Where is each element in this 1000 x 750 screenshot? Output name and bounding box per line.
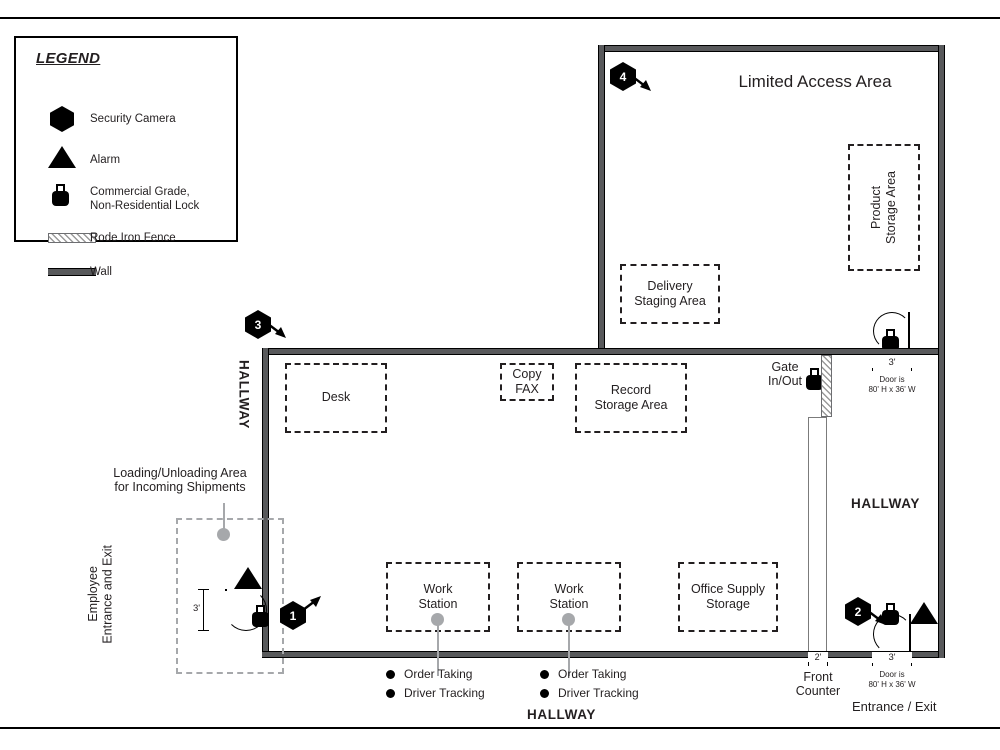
camera-4-arrow-icon bbox=[632, 76, 651, 91]
list-item: Driver Tracking bbox=[386, 684, 485, 703]
employee-entrance-label: Employee Entrance and Exit bbox=[86, 545, 115, 644]
zone-delivery-staging: Delivery Staging Area bbox=[620, 264, 720, 324]
zone-product-storage: Product Storage Area bbox=[848, 144, 920, 271]
camera-marker-2-number: 2 bbox=[854, 604, 862, 619]
zone-record-storage: Record Storage Area bbox=[575, 363, 687, 433]
dimension-door-employee-label: 3' bbox=[192, 603, 202, 615]
zone-work-station-1: Work Station bbox=[386, 562, 490, 632]
camera-marker-1[interactable]: 1 bbox=[280, 601, 306, 630]
loading-area-node-dot bbox=[217, 528, 230, 541]
dimension-door-top-right-label: 3' bbox=[872, 357, 912, 368]
door-arc-limited-access bbox=[873, 312, 911, 350]
lock-icon-limited-access-door bbox=[882, 329, 899, 351]
dimension-door-bottom-right: 3' bbox=[872, 652, 912, 666]
front-counter-line-top bbox=[808, 417, 827, 419]
legend-label-alarm: Alarm bbox=[90, 154, 121, 166]
solid-bar-icon bbox=[48, 268, 96, 276]
wall-main-right bbox=[938, 348, 945, 658]
door-pivot-employee bbox=[225, 589, 227, 591]
camera-3-arrow-icon bbox=[267, 323, 286, 338]
entrance-exit-label: Entrance / Exit bbox=[852, 699, 937, 714]
leader-line-loading bbox=[223, 503, 225, 531]
camera-marker-3-number: 3 bbox=[254, 317, 262, 332]
wall-main-left bbox=[262, 348, 269, 658]
dimension-door-employee bbox=[198, 589, 209, 631]
zone-loading-unloading bbox=[176, 518, 284, 674]
hexagon-icon bbox=[50, 106, 74, 132]
station-2-function-list: Order Taking Driver Tracking bbox=[540, 665, 639, 702]
triangle-icon-alarm-entrance bbox=[910, 602, 938, 624]
station-2-node-dot bbox=[562, 613, 575, 626]
wall-main-bottom bbox=[262, 651, 945, 658]
rode-iron-fence bbox=[821, 355, 832, 417]
camera-marker-1-number: 1 bbox=[289, 608, 297, 623]
dimension-front-counter: 2' bbox=[808, 652, 828, 666]
legend-label-fence: Rode Iron Fence bbox=[90, 232, 176, 244]
hatched-bar-icon bbox=[48, 233, 96, 243]
triangle-icon-alarm-employee bbox=[234, 567, 262, 589]
triangle-icon bbox=[48, 146, 76, 168]
door-leaf-limited-access bbox=[908, 312, 910, 349]
legend-panel: LEGEND Security Camera Alarm Commercial … bbox=[14, 36, 238, 278]
legend-label-lock: Commercial Grade, Non-Residential Lock bbox=[90, 186, 200, 213]
camera-marker-4[interactable]: 4 bbox=[610, 62, 636, 91]
camera-1-arrow-icon bbox=[302, 596, 321, 611]
loading-area-label: Loading/Unloading Area for Incoming Ship… bbox=[113, 466, 247, 495]
station-1-function-list: Order Taking Driver Tracking bbox=[386, 665, 485, 702]
camera-marker-2[interactable]: 2 bbox=[845, 597, 871, 626]
leader-line-station-1 bbox=[437, 620, 439, 676]
hallway-label-bottom: HALLWAY bbox=[527, 707, 596, 722]
front-counter-label: Front Counter bbox=[795, 670, 841, 699]
legend-label-wall: Wall bbox=[90, 266, 112, 278]
leader-line-station-2 bbox=[568, 620, 570, 676]
camera-marker-3[interactable]: 3 bbox=[245, 310, 271, 339]
list-item: Order Taking bbox=[386, 665, 485, 684]
zone-office-supply-storage: Office Supply Storage bbox=[678, 562, 778, 632]
zone-copy-fax: Copy FAX bbox=[500, 363, 554, 401]
lock-icon bbox=[52, 184, 69, 206]
dimension-door-top-right: 3' bbox=[872, 357, 912, 371]
top-border-rule bbox=[0, 17, 1000, 19]
lock-icon-entrance-exit bbox=[882, 603, 899, 625]
list-item: Order Taking bbox=[540, 665, 639, 684]
gate-label: Gate In/Out bbox=[767, 360, 803, 389]
station-1-node-dot bbox=[431, 613, 444, 626]
front-counter-line-left bbox=[808, 417, 810, 651]
zone-desk: Desk bbox=[285, 363, 387, 433]
wall-main-top bbox=[262, 348, 945, 355]
dimension-front-counter-label: 2' bbox=[808, 652, 828, 662]
wall-limited-left bbox=[598, 45, 605, 355]
door-note-bottom-right: Door is 80' H x 36' W bbox=[868, 670, 916, 690]
door-leaf-entrance-exit bbox=[909, 614, 911, 652]
list-item: Driver Tracking bbox=[540, 684, 639, 703]
hallway-label-right: HALLWAY bbox=[851, 496, 920, 511]
camera-marker-4-number: 4 bbox=[619, 69, 627, 84]
legend-title: LEGEND bbox=[36, 50, 101, 67]
legend-label-security-camera: Security Camera bbox=[90, 113, 176, 125]
hallway-label-left: HALLWAY bbox=[236, 360, 252, 429]
lock-icon-gate bbox=[806, 368, 823, 390]
door-note-top-right: Door is 80' H x 36' W bbox=[868, 375, 916, 395]
front-counter-line-right bbox=[826, 417, 828, 651]
dimension-door-bottom-right-label: 3' bbox=[872, 652, 912, 663]
zone-work-station-2: Work Station bbox=[517, 562, 621, 632]
wall-limited-top bbox=[598, 45, 945, 52]
bottom-border-rule bbox=[0, 727, 1000, 729]
lock-icon-employee-entrance bbox=[252, 605, 269, 627]
wall-limited-right bbox=[938, 45, 945, 348]
room-label-limited-access: Limited Access Area bbox=[738, 72, 892, 91]
